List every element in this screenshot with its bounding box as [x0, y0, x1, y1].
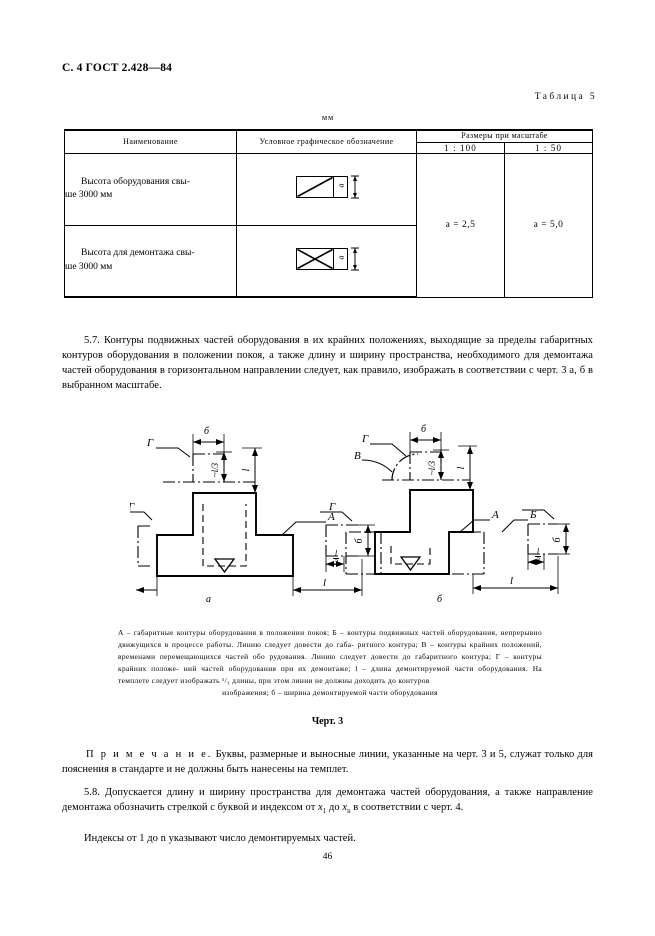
unit-label: мм — [322, 113, 335, 122]
paragraph-note: П р и м е ч а н и е. Буквы, размерные и … — [62, 748, 593, 778]
square-single-diagonal-icon: а — [295, 172, 359, 202]
column-header-scale-1-50: 1 : 50 — [504, 141, 593, 154]
fig-b-label-extreme: В — [354, 450, 361, 462]
specification-table: Наименование Условное графическое обозна… — [64, 128, 593, 299]
caption-line-2: оборудования, непрерывно движущихся в пр… — [118, 628, 542, 649]
fig-a-label-dismount-left: Г — [130, 501, 135, 513]
fig-a-third-detail: ~ — [326, 560, 331, 570]
fig-b-label-length: l — [510, 575, 513, 587]
square-crossed-icon: а — [295, 244, 359, 274]
figure-3-drawing: Г Г б Г A l Г В б A Б l ~l/3 l б ~ ~l/3 … — [124, 404, 570, 604]
row-name-equipment-height: Высота оборудования свы- ше 3000 мм — [64, 152, 237, 226]
symbol-cell-equipment-height: а — [236, 152, 417, 226]
figure-part-b-label: б — [437, 594, 443, 605]
fig-a-label-gabarit: A — [327, 511, 335, 523]
fig-a-label-length: l — [323, 577, 326, 589]
diagonal-line-icon — [296, 176, 333, 197]
fig-a-label-dismount-top: Г — [146, 437, 154, 449]
symbol-a-cell — [333, 247, 348, 270]
row-name-line-1: Высота оборудования свы- — [81, 176, 190, 187]
caption-line-4: рудования. Линию следует довести до габа… — [118, 651, 543, 673]
value-scale-1-100: а = 2,5 — [416, 152, 505, 298]
dimension-arrow-icon — [350, 175, 359, 199]
fig-a-label-width: б — [204, 426, 210, 437]
table-caption: Таблица 5 — [534, 92, 597, 102]
symbol-a-letter: а — [336, 255, 345, 260]
column-header-sizes: Размеры при масштабе — [416, 128, 593, 143]
row-name-line-2: ше 3000 мм — [65, 190, 113, 201]
fig-a-width-vert: б — [354, 538, 365, 544]
p58-part-b: в соответствии с черт. 4. — [350, 801, 464, 813]
page-number: 46 — [322, 852, 333, 862]
fig-b-width-vert: б — [552, 537, 563, 543]
note-label: П р и м е ч а н и е. — [86, 749, 213, 760]
symbol-square — [295, 247, 334, 270]
fig-a-third-text: ~l/3 — [210, 462, 220, 477]
fig-b-label-width: б — [421, 424, 427, 435]
page-header: С. 4 ГОСТ 2.428—84 — [62, 62, 173, 74]
cross-diagonals-icon — [296, 248, 333, 269]
note-text: Буквы, размерные и выносные линии, указа… — [62, 749, 593, 775]
row-name-line-1: Высота для демонтажа свы- — [81, 248, 195, 259]
p58-xn: x — [342, 801, 348, 813]
caption-line-3: ритного контура; В – контуры крайних пол… — [118, 639, 542, 661]
caption-line-6: На темплете следует изображать ¹/₃ длины… — [118, 663, 543, 685]
symbol-square — [295, 175, 334, 198]
p58-x1: x — [318, 801, 323, 813]
row-name-dismount-height: Высота для демонтажа свы- ше 3000 мм — [64, 224, 237, 299]
row-name-line-2: ше 3000 мм — [65, 262, 113, 273]
paragraph-5-7: 5.7. Контуры подвижных частей оборудован… — [62, 335, 593, 391]
fig-b-length-vert: l — [456, 466, 467, 469]
column-header-scale-1-100: 1 : 100 — [416, 141, 505, 154]
figure-3-svg: Г Г б Г A l Г В б A Б l ~l/3 l б ~ ~l/3 … — [124, 424, 570, 596]
fig-b-label-dismount: Г — [361, 433, 369, 445]
figure-caption: А – габаритные контуры оборудования в по… — [118, 627, 542, 699]
table-row: Высота оборудования свы- ше 3000 мм а — [64, 152, 593, 298]
dimension-arrow-icon — [350, 247, 359, 271]
fig-b-label-movable: Б — [529, 509, 537, 521]
table-header-row: Наименование Условное графическое обозна… — [64, 128, 593, 154]
column-header-name: Наименование — [64, 128, 237, 154]
figure-number: Черт. 3 — [311, 716, 344, 727]
paragraph-5-8: 5.8. Допускается длину и ширину простран… — [62, 786, 593, 817]
fig-b-label-gabarit: A — [491, 509, 499, 521]
fig-b-third-detail: ~ — [528, 558, 533, 568]
fig-b-third-text: ~l/3 — [427, 460, 437, 475]
symbol-cell-dismount-height: а — [236, 224, 417, 299]
column-header-symbol: Условное графическое обозначение — [236, 128, 417, 154]
p58-sub-1: 1 — [322, 807, 327, 815]
fig-a-length-vert: l — [241, 468, 252, 471]
figure-part-a-label: а — [206, 594, 211, 605]
p58-part-a: 5.8. Допускается длину и ширину простран… — [62, 787, 593, 813]
caption-line-1: А – габаритные контуры оборудования в по… — [118, 628, 445, 637]
paragraph-indexes: Индексы от 1 до n указывают число демонт… — [84, 833, 356, 844]
caption-line-5: ний частей оборудования при их демонтаже… — [183, 663, 529, 673]
p58-sub-n: n — [347, 807, 351, 815]
p58-mid: до — [326, 801, 343, 813]
fig-a-label-dismount-detail: Г — [328, 501, 336, 513]
symbol-a-cell — [333, 175, 348, 198]
table-row: Высота для демонтажа свы- ше 3000 мм а — [64, 224, 593, 299]
caption-line-7: изображения; б – ширина демонтируемой ча… — [222, 687, 438, 697]
symbol-a-letter: а — [336, 183, 345, 188]
value-scale-1-50: а = 5,0 — [504, 152, 593, 298]
table-subheader-row: 1 : 100 1 : 50 — [65, 141, 593, 154]
